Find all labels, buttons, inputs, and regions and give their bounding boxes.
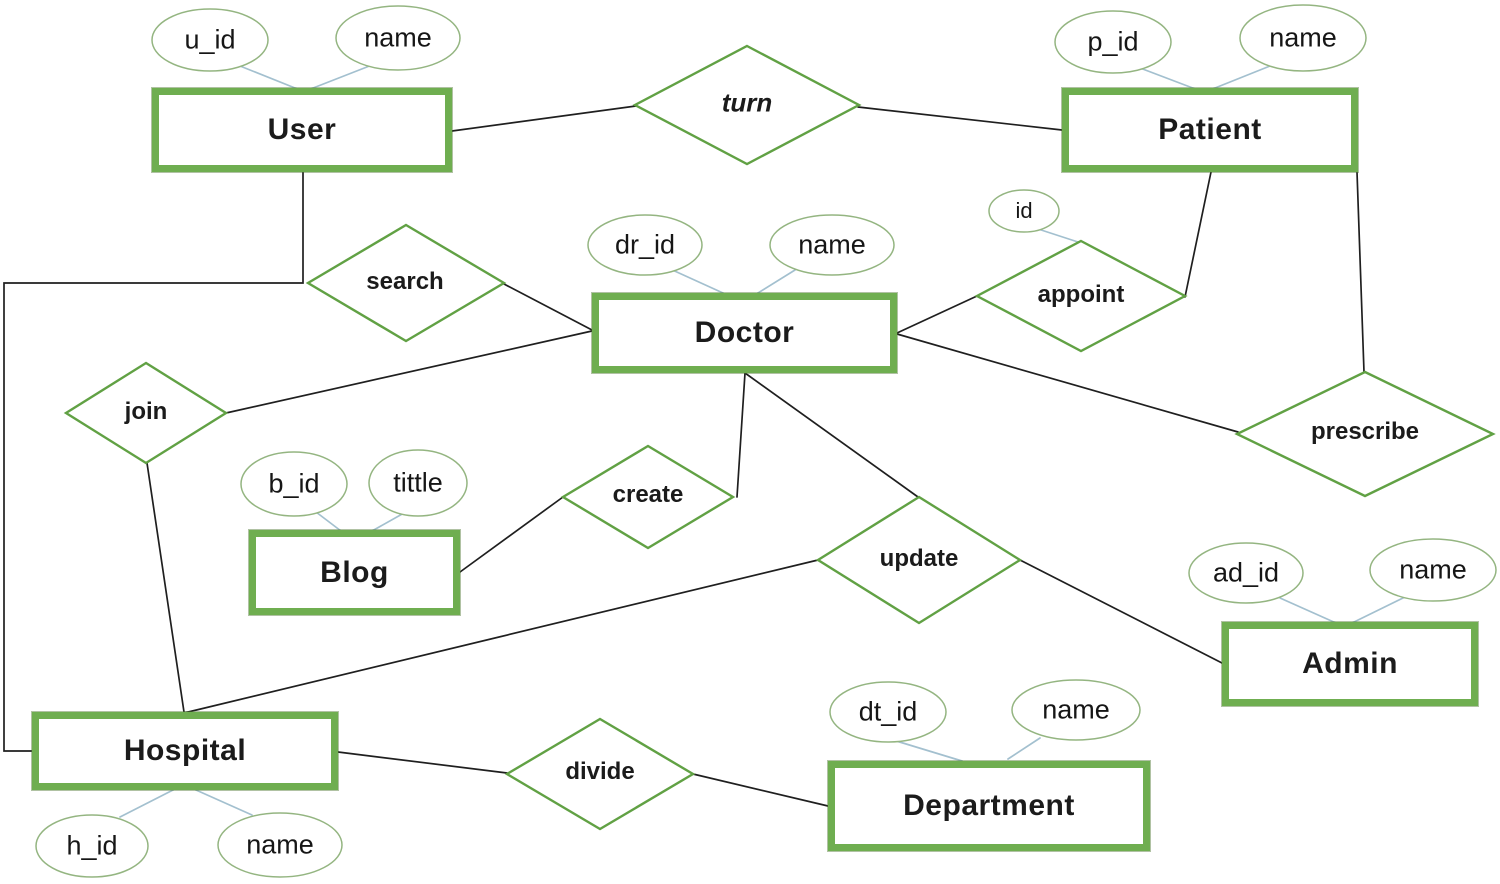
relationship-turn-label: turn — [721, 87, 773, 118]
conn-dr-id — [667, 267, 724, 294]
attribute-admin-name-label: name — [1399, 554, 1467, 585]
edge-user-turn — [451, 105, 637, 132]
entity-department-label: Department — [903, 789, 1075, 822]
conn-b-id — [315, 511, 342, 532]
entity-department: Department — [828, 761, 1150, 851]
entity-doctor-label: Doctor — [694, 316, 795, 349]
attribute-department-name-label: name — [1042, 694, 1110, 725]
relationship-search-label: search — [366, 268, 444, 295]
attribute-user-name-ellipse — [335, 5, 461, 71]
edge-user-search-hospital-orthogonal — [3, 171, 304, 752]
conn-user-name — [307, 64, 373, 91]
edge-search-doctor — [503, 283, 593, 331]
attribute-appoint-id-label: id — [1015, 198, 1033, 223]
entity-blog-label: Blog — [320, 555, 389, 589]
conn-department-name — [1007, 737, 1041, 760]
attribute-b-id-label: b_id — [268, 468, 320, 499]
relationship-create-diamond — [560, 444, 736, 550]
entity-admin: Admin — [1222, 622, 1478, 706]
edge-divide-department — [692, 773, 829, 807]
edge-update-hospital — [183, 559, 819, 714]
conn-appoint-id — [1034, 227, 1079, 243]
conn-u-id — [239, 65, 301, 91]
attribute-dt-id-label: dt_id — [858, 696, 918, 727]
relationship-join-label: join — [124, 398, 168, 425]
conn-dt-id — [892, 739, 963, 762]
relationship-join-diamond — [63, 361, 229, 465]
edge-join-doctor — [225, 330, 593, 414]
relationship-update-label: update — [879, 545, 959, 572]
relationship-create-label: create — [612, 481, 684, 508]
attribute-doctor-name-ellipse — [769, 214, 895, 276]
attribute-hospital-name-ellipse — [217, 812, 343, 878]
attribute-blog-tittle-ellipse — [368, 449, 468, 517]
conn-patient-name — [1209, 65, 1271, 91]
attribute-admin-name-ellipse — [1369, 538, 1497, 602]
attribute-blog-tittle-label: tittle — [393, 467, 443, 498]
entity-blog: Blog — [249, 530, 460, 615]
edge-doctor-prescribe — [896, 333, 1239, 433]
attribute-ad-id-ellipse — [1188, 542, 1304, 604]
conn-p-id — [1139, 67, 1199, 91]
relationship-appoint-diamond — [974, 239, 1188, 353]
edge-appoint-patient — [1184, 171, 1212, 298]
entity-admin-label: Admin — [1302, 647, 1398, 680]
edge-join-hospital — [146, 462, 185, 713]
entity-doctor: Doctor — [592, 293, 897, 373]
relationship-appoint-label: appoint — [1037, 281, 1125, 308]
edge-hospital-divide — [337, 751, 508, 774]
conn-h-id — [119, 789, 174, 818]
attribute-dt-id-ellipse — [829, 681, 947, 743]
relationship-search-diamond — [305, 223, 507, 343]
relationship-prescribe-label: prescribe — [1310, 418, 1420, 445]
attribute-b-id-ellipse — [240, 451, 348, 517]
attribute-dr-id-ellipse — [587, 214, 703, 276]
attribute-appoint-id-ellipse — [988, 189, 1060, 233]
attribute-u-id-label: u_id — [184, 24, 236, 55]
edge-patient-prescribe — [1356, 171, 1365, 373]
attribute-p-id-label: p_id — [1087, 26, 1139, 57]
edge-update-admin — [1019, 559, 1223, 664]
edge-doctor-create — [736, 372, 746, 498]
attribute-dr-id-label: dr_id — [614, 229, 676, 260]
relationship-prescribe-diamond — [1234, 370, 1496, 498]
attribute-department-name-ellipse — [1011, 679, 1141, 741]
entity-patient: Patient — [1062, 88, 1358, 172]
relationship-divide-diamond — [504, 717, 696, 831]
entity-user: User — [152, 88, 452, 172]
attribute-hospital-name-label: name — [246, 829, 314, 860]
attribute-ad-id-label: ad_id — [1212, 557, 1280, 588]
conn-doctor-name — [757, 269, 796, 294]
edge-turn-patient — [857, 106, 1063, 131]
attribute-h-id-label: h_id — [66, 830, 118, 861]
entity-hospital-label: Hospital — [123, 734, 247, 767]
attribute-doctor-name-label: name — [798, 229, 866, 260]
relationship-turn-diamond — [632, 44, 862, 166]
attribute-patient-name-label: name — [1269, 22, 1337, 53]
attribute-u-id-ellipse — [151, 8, 269, 72]
edge-doctor-appoint — [896, 295, 978, 334]
edge-blog-create — [459, 496, 564, 573]
attribute-p-id-ellipse — [1054, 10, 1172, 74]
entity-user-label: User — [267, 113, 337, 146]
conn-ad-id — [1279, 597, 1337, 624]
attribute-user-name-label: name — [364, 22, 432, 53]
attribute-h-id-ellipse — [35, 814, 149, 878]
conn-blog-tittle — [371, 512, 405, 532]
entity-patient-label: Patient — [1158, 113, 1262, 146]
relationship-update-diamond — [815, 495, 1023, 625]
edge-doctor-update — [744, 372, 919, 498]
entity-hospital: Hospital — [32, 712, 338, 790]
relationship-divide-label: divide — [565, 758, 635, 785]
conn-admin-name — [1351, 596, 1406, 624]
attribute-patient-name-ellipse — [1239, 4, 1367, 72]
conn-hospital-name — [195, 789, 253, 816]
